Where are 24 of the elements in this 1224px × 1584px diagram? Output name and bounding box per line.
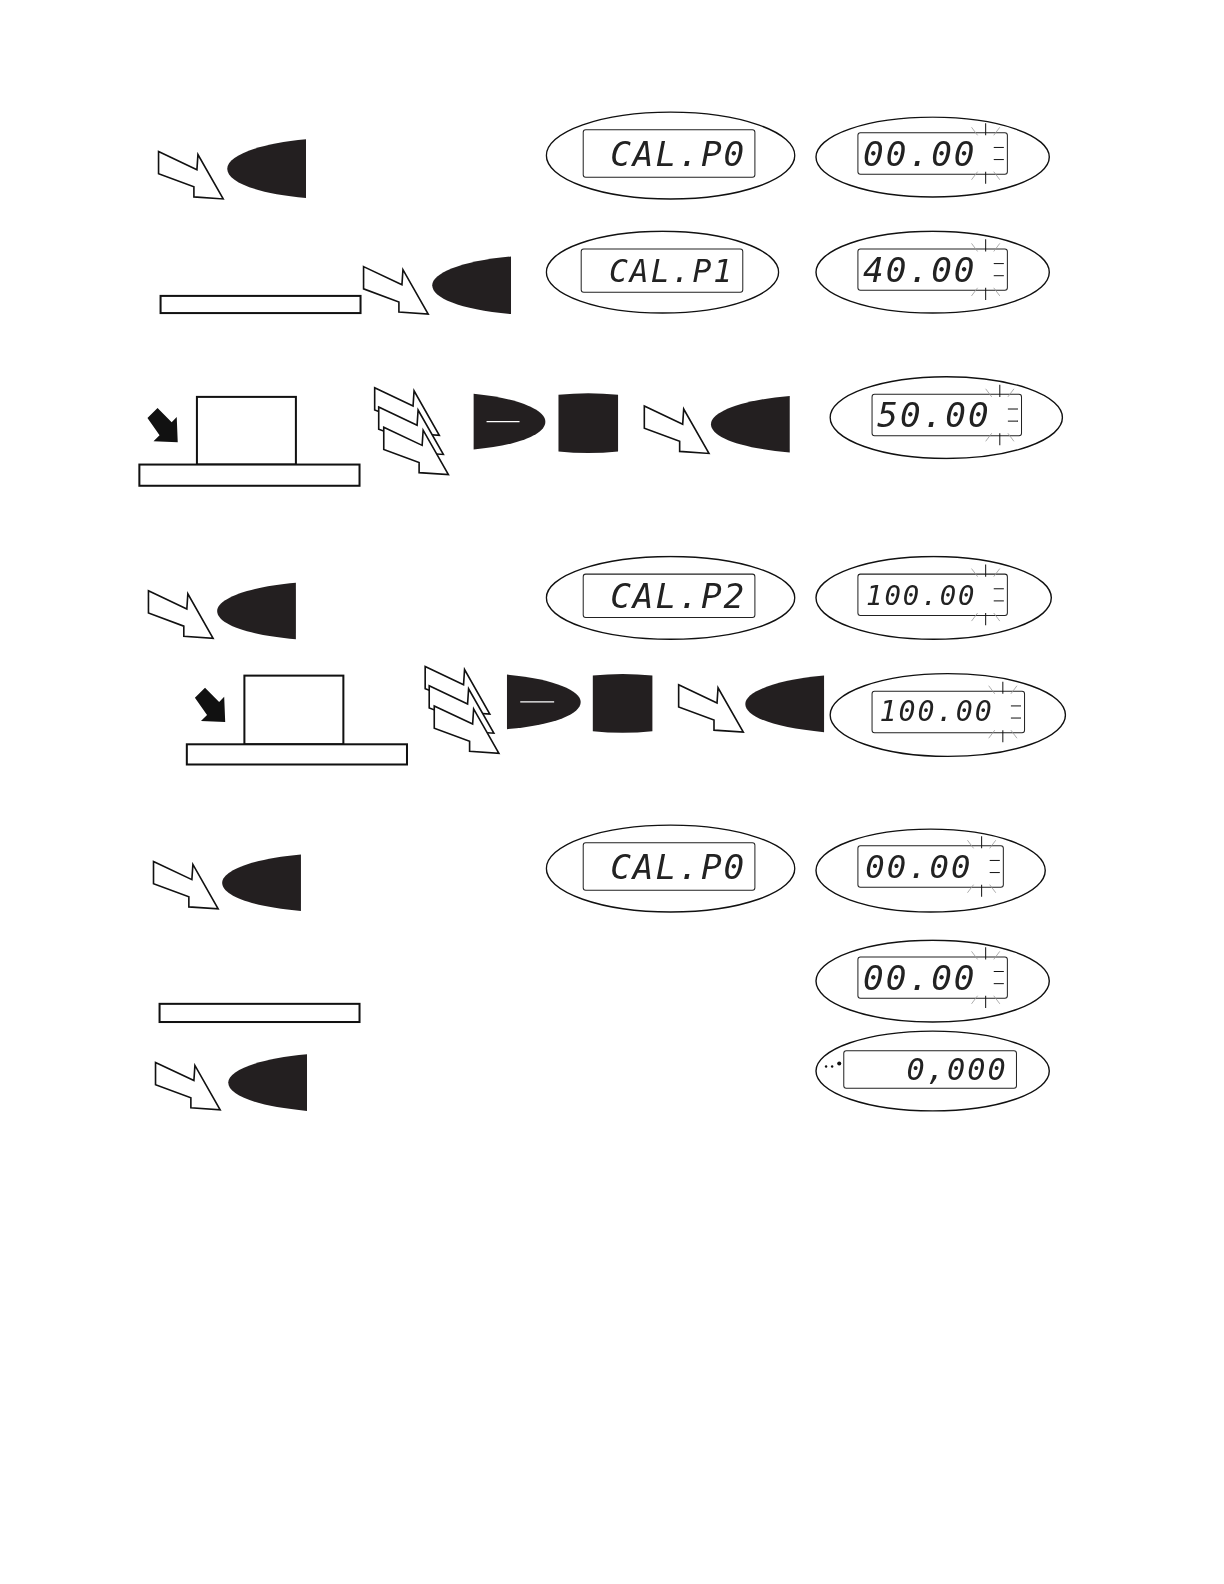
display-reading: 00.00	[863, 136, 977, 171]
lcd-display	[815, 939, 1051, 1024]
display-reading: 40.00	[863, 252, 977, 287]
lcd-display	[545, 555, 796, 641]
lcd-display	[545, 230, 780, 315]
display-reading: 00.00	[863, 960, 977, 995]
lcd-display	[545, 111, 796, 200]
lcd-display	[545, 824, 796, 913]
lcd-display	[829, 375, 1064, 460]
display-reading: CAL.P2	[610, 578, 747, 613]
display-reading: 50.00	[877, 397, 991, 433]
display-reading: 100.00	[879, 697, 994, 727]
display-reading: CAL.P0	[610, 849, 747, 884]
display-reading: CAL.P1	[609, 255, 735, 287]
lcd-display	[815, 116, 1051, 198]
lcd-display	[815, 230, 1051, 315]
display-reading: 100.00	[865, 581, 977, 609]
display-reading: CAL.P0	[610, 136, 747, 171]
display-reading: 0,000	[906, 1054, 1008, 1085]
lcd-display	[815, 555, 1053, 641]
lcd-display	[815, 828, 1047, 913]
lcd-display	[829, 672, 1067, 758]
lcd-display	[815, 1030, 1051, 1112]
display-reading: 00.00	[865, 850, 973, 883]
